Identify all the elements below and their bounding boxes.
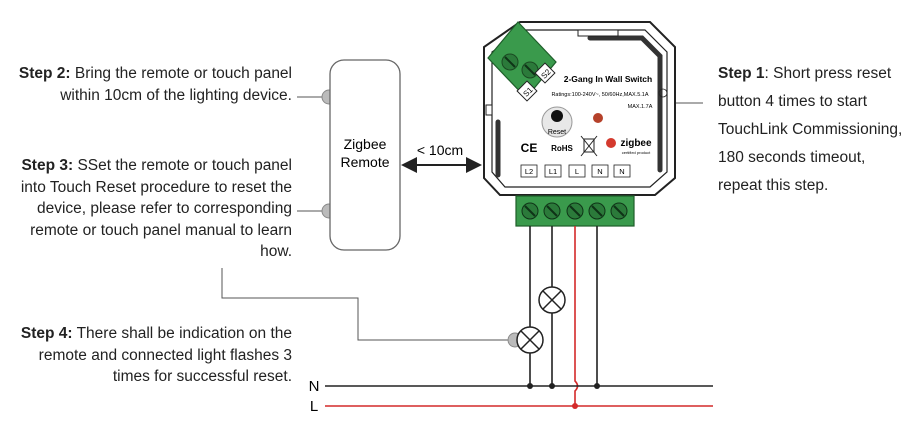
terminal-label-l: L bbox=[575, 167, 579, 176]
zigbee-logo-text: zigbee bbox=[620, 138, 652, 149]
led-indicator-icon bbox=[593, 113, 603, 123]
distance-label: < 10cm bbox=[417, 142, 463, 158]
step-2-text: Step 2: Bring the remote or touch panel … bbox=[10, 63, 292, 106]
zigbee-remote bbox=[329, 59, 401, 251]
step-3-body: SSet the remote or touch panel into Touc… bbox=[20, 157, 292, 260]
step-2-label: Step 2: bbox=[18, 65, 71, 82]
ce-mark: CE bbox=[521, 141, 538, 155]
lamp-1-icon bbox=[538, 286, 566, 314]
step-1-text: Step 1: Short press reset button 4 times… bbox=[718, 60, 910, 200]
neutral-label: N bbox=[309, 378, 320, 395]
rohs-mark: RoHS bbox=[551, 144, 573, 153]
terminal-label-n1: N bbox=[597, 167, 602, 176]
junction-dot bbox=[549, 383, 555, 389]
terminal-labels: L2 L1 L N N bbox=[520, 164, 631, 178]
power-terminal-block bbox=[515, 195, 635, 227]
reset-label: Reset bbox=[548, 129, 566, 136]
bulb-icon bbox=[658, 88, 668, 98]
terminal-label-l1: L1 bbox=[549, 167, 557, 176]
step-3-text: Step 3: SSet the remote or touch panel i… bbox=[10, 155, 292, 263]
lamp-2-icon bbox=[516, 326, 544, 354]
junction-dot bbox=[527, 383, 533, 389]
step-2-body: Bring the remote or touch panel within 1… bbox=[60, 65, 292, 104]
junction-dot bbox=[594, 383, 600, 389]
device-title: 2-Gang In Wall Switch bbox=[564, 74, 652, 84]
step-1-label: Step 1 bbox=[718, 65, 765, 82]
weee-bin-icon bbox=[580, 135, 598, 157]
remote-label-2: Remote bbox=[340, 154, 389, 170]
terminal-label-l2: L2 bbox=[525, 167, 533, 176]
remote-label-1: Zigbee bbox=[344, 136, 387, 152]
terminal-label-n2: N bbox=[619, 167, 624, 176]
zigbee-certified: certified product bbox=[622, 150, 651, 155]
live-label: L bbox=[310, 398, 318, 415]
step-1-body: : Short press reset button 4 times to st… bbox=[718, 65, 903, 194]
reset-button[interactable]: Reset bbox=[541, 106, 573, 138]
device-ratings-2: MAX.1.7A bbox=[628, 104, 653, 110]
wiring bbox=[325, 226, 713, 407]
step-3-label: Step 3: bbox=[21, 157, 74, 174]
step-4-text: Step 4: There shall be indication on the… bbox=[10, 323, 292, 388]
zigbee-logo-icon bbox=[606, 138, 616, 148]
device-ratings: Ratings:100-240V~, 50/60Hz,MAX.5.1A bbox=[551, 92, 648, 98]
switch-terminal: S1 S2 bbox=[487, 21, 557, 102]
step-4-body: There shall be indication on the remote … bbox=[38, 325, 292, 385]
step-4-label: Step 4: bbox=[20, 325, 73, 342]
junction-dot bbox=[572, 403, 578, 409]
